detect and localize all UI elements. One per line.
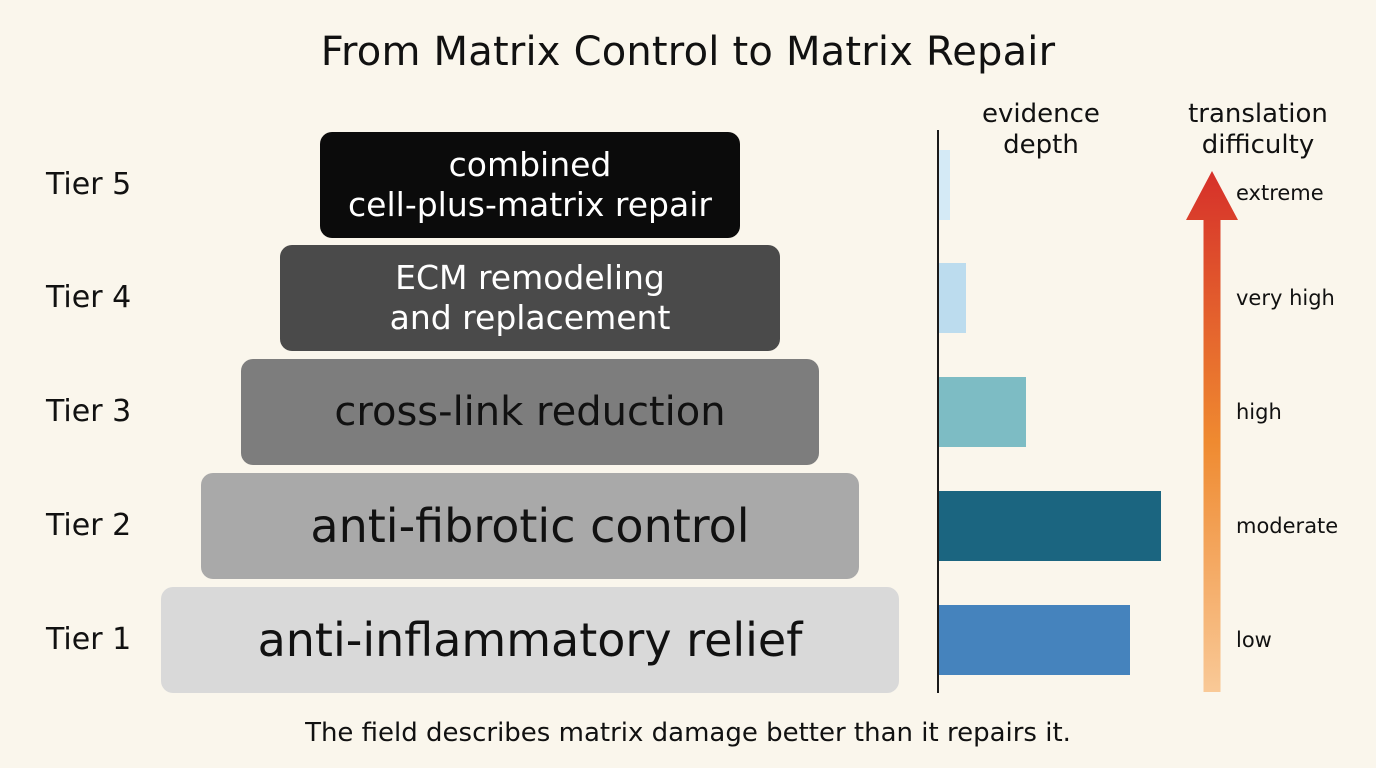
page-title: From Matrix Control to Matrix Repair	[320, 29, 1056, 75]
tier-label: Tier 2	[46, 508, 132, 543]
tier-text: anti-inflammatory relief	[257, 613, 803, 667]
evidence-bar	[939, 491, 1161, 561]
tier-label: Tier 1	[46, 622, 132, 657]
tier-box: anti-inflammatory relief	[161, 587, 899, 693]
tier-text: cell-plus-matrix repair	[348, 185, 712, 224]
tier-label: Tier 3	[46, 394, 132, 429]
tier-label: Tier 5	[46, 167, 132, 202]
difficulty-level-label: low	[1236, 628, 1272, 652]
tier-box: anti-fibrotic control	[201, 473, 859, 579]
tier-box: cross-link reduction	[241, 359, 819, 465]
difficulty-header-line2: difficulty	[1201, 130, 1315, 160]
translation-difficulty-header: translation difficulty	[1174, 99, 1342, 161]
tier-text: combined	[448, 145, 612, 184]
difficulty-header-line1: translation	[1188, 99, 1328, 129]
difficulty-level-label: extreme	[1236, 181, 1324, 205]
tier-text: ECM remodeling	[395, 258, 665, 297]
tier-text: and replacement	[389, 298, 671, 337]
tier-text: cross-link reduction	[334, 389, 726, 435]
difficulty-arrow-icon	[1186, 171, 1238, 692]
footer-caption: The field describes matrix damage better…	[305, 718, 1071, 748]
difficulty-level-label: high	[1236, 400, 1282, 424]
evidence-bar	[939, 150, 950, 220]
evidence-axis-line	[937, 130, 939, 693]
evidence-bar	[939, 605, 1130, 675]
evidence-header-line2: depth	[1003, 130, 1079, 160]
evidence-depth-header: evidence depth	[966, 99, 1116, 161]
evidence-bar	[939, 377, 1026, 447]
tier-label: Tier 4	[46, 280, 132, 315]
evidence-bar	[939, 263, 966, 333]
difficulty-level-label: moderate	[1236, 514, 1339, 538]
difficulty-level-label: very high	[1236, 286, 1335, 310]
evidence-header-line1: evidence	[982, 99, 1100, 129]
tier-text: anti-fibrotic control	[310, 499, 750, 553]
